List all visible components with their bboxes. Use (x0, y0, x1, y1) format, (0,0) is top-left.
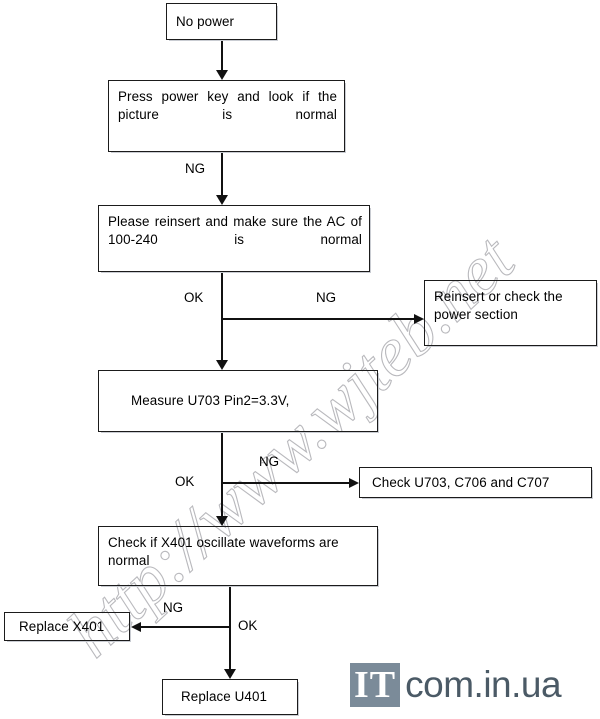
connector-measure-to-check-caps (222, 482, 353, 484)
node-check-x401[interactable]: Check if X401 oscillate waveforms are no… (98, 526, 379, 587)
arrowhead-reinsert-ac (216, 195, 228, 205)
node-measure-u703[interactable]: Measure U703 Pin2=3.3V, (98, 370, 379, 433)
arrowhead-measure-u703 (216, 360, 228, 370)
edge-label-ok-measure-u703: OK (175, 474, 195, 489)
connector-reinsert-ac-to-power-section (222, 318, 418, 320)
arrowhead-replace-x401 (131, 621, 141, 632)
node-reinsert-ac-label: Please reinsert and make sure the AC of … (108, 214, 362, 247)
node-check-u703-caps[interactable]: Check U703, C706 and C707 (359, 467, 593, 499)
connector-no-power-to-press-power (221, 40, 223, 73)
arrowhead-check-x401 (216, 516, 228, 526)
connector-press-power-to-reinsert-ac (221, 152, 223, 199)
node-reinsert-ac[interactable]: Please reinsert and make sure the AC of … (98, 205, 371, 273)
arrowhead-check-caps (349, 477, 359, 488)
connector-reinsert-ac-to-measure (221, 272, 223, 364)
edge-label-ng-press-power: NG (185, 161, 206, 176)
node-check-u703-caps-label: Check U703, C706 and C707 (372, 474, 550, 490)
connector-measure-to-check-x401 (221, 432, 223, 520)
node-replace-x401-label: Replace X401 (19, 618, 105, 634)
node-replace-u401[interactable]: Replace U401 (162, 679, 299, 716)
site-logo: IT com.in.ua (350, 663, 562, 707)
connector-check-x401-to-replace-u401 (229, 586, 231, 674)
connector-check-x401-to-replace-x401 (140, 626, 230, 628)
edge-label-ok-reinsert-ac: OK (184, 290, 204, 305)
node-replace-u401-label: Replace U401 (181, 689, 268, 704)
arrowhead-replace-u401 (224, 669, 236, 679)
node-no-power[interactable]: No power (166, 3, 278, 41)
node-check-power-section[interactable]: Reinsert or check the power section (424, 280, 598, 347)
node-press-power-key[interactable]: Press power key and look if the picture … (108, 80, 346, 153)
logo-mark-it: IT (350, 663, 401, 707)
edge-label-ng-check-x401: NG (163, 600, 184, 615)
node-no-power-label: No power (176, 13, 235, 29)
edge-label-ok-check-x401: OK (238, 618, 258, 633)
node-check-power-section-label: Reinsert or check the power section (434, 289, 563, 322)
node-check-x401-label: Check if X401 oscillate waveforms are no… (108, 535, 339, 568)
arrowhead-press-power (216, 70, 228, 80)
edge-label-ng-reinsert-ac: NG (316, 290, 337, 305)
node-measure-u703-label: Measure U703 Pin2=3.3V, (131, 393, 290, 408)
logo-word-domain: com.in.ua (405, 664, 562, 705)
node-press-power-key-label: Press power key and look if the picture … (118, 89, 337, 122)
node-replace-x401[interactable]: Replace X401 (4, 612, 131, 642)
arrowhead-power-section (414, 313, 424, 324)
edge-label-ng-measure-u703: NG (259, 454, 280, 469)
